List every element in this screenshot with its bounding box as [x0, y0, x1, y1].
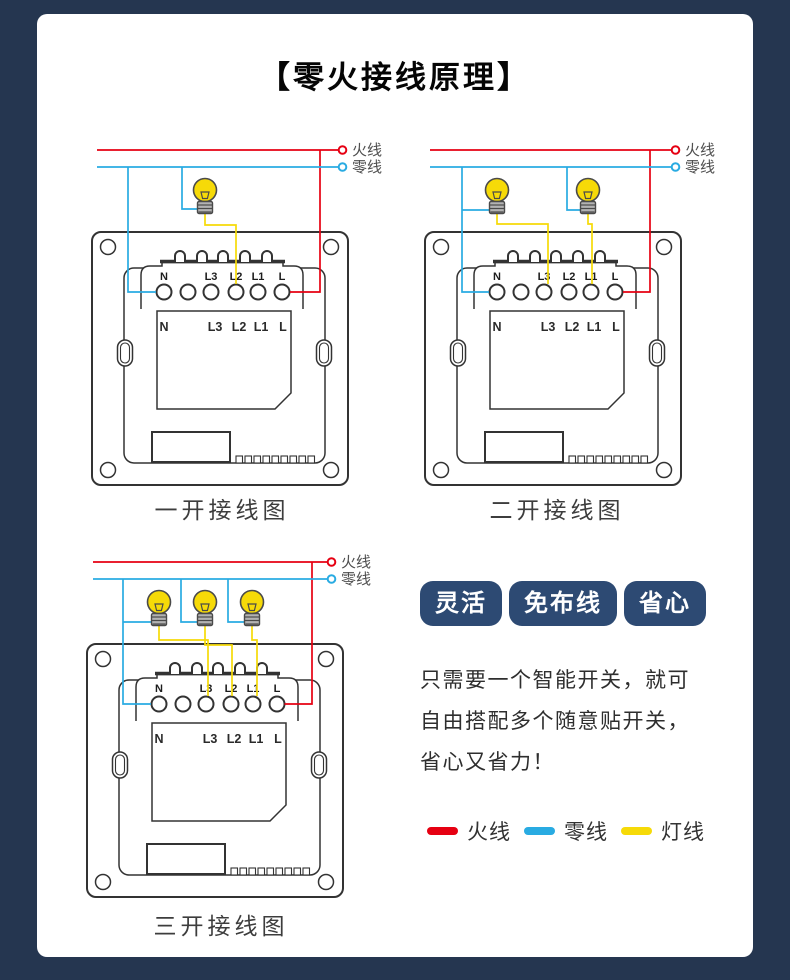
- live-label: 火线: [352, 142, 382, 159]
- live-wire-drop: [623, 150, 651, 293]
- live-wire-node: [670, 145, 681, 155]
- description-line: 省心又省力！: [420, 751, 555, 774]
- live-wire-node: [326, 557, 337, 567]
- neutral-to-bulb: [181, 167, 197, 210]
- neutral-wire-node: [337, 162, 348, 172]
- neutral-label: 零线: [685, 159, 715, 176]
- live-color-swatch: [427, 827, 458, 835]
- neutral-wire-drop: [127, 167, 156, 293]
- page-title: 【零火接线原理】: [259, 60, 531, 95]
- diagram-caption: 一开接线图: [155, 497, 290, 523]
- live-wire-node: [337, 145, 348, 155]
- neutral-wire-node: [326, 574, 337, 584]
- neutral-label: 零线: [352, 159, 382, 176]
- live-label: 火线: [341, 554, 371, 571]
- live-wire-drop: [284, 562, 313, 705]
- diagram-one-gang: 火线 零线 一开接线图: [90, 142, 382, 523]
- bulb-2: [575, 177, 601, 215]
- lamp-wire: [587, 213, 593, 284]
- lamp-wire: [158, 625, 209, 696]
- diagram-caption: 三开接线图: [154, 913, 289, 939]
- legend-item-lamp: 灯线: [621, 816, 705, 846]
- neutral-wire-node: [670, 162, 681, 172]
- bulb-3: [239, 589, 265, 627]
- lamp-color-swatch: [621, 827, 652, 835]
- live-label: 火线: [685, 142, 715, 159]
- live-wire-drop: [290, 150, 321, 293]
- legend-item-live: 火线: [427, 816, 511, 846]
- lamp-wire: [496, 213, 549, 284]
- legend-label: 灯线: [661, 821, 705, 844]
- neutral-to-bulb: [566, 167, 580, 211]
- neutral-color-swatch: [524, 827, 555, 835]
- bulb-1: [484, 177, 510, 215]
- legend-label: 火线: [467, 821, 511, 844]
- lamp-wire: [204, 625, 233, 696]
- legend-label: 零线: [564, 821, 608, 844]
- neutral-wire-drop: [122, 579, 151, 705]
- badge-no-wiring: 免布线: [509, 581, 617, 626]
- bulb-1: [146, 589, 172, 627]
- lamp-wire: [204, 213, 237, 284]
- neutral-wire-drop: [461, 167, 489, 293]
- legend-item-neutral: 零线: [524, 816, 608, 846]
- badge-flexible: 灵活: [420, 581, 502, 626]
- description-line: 自由搭配多个随意贴开关，: [420, 710, 690, 733]
- neutral-to-bulb: [180, 579, 198, 623]
- bulb-1: [192, 177, 218, 215]
- diagram-three-gang: 火线 零线 三开接线图: [85, 554, 371, 939]
- wire-legend: 火线 零线 灯线: [427, 816, 705, 846]
- bulb-2: [192, 589, 218, 627]
- badge-worry-free: 省心: [624, 581, 706, 626]
- diagram-caption: 二开接线图: [490, 497, 625, 523]
- description-text: 只需要一个智能开关，就可 自由搭配多个随意贴开关， 省心又省力！: [420, 660, 730, 783]
- feature-badges: 灵活 免布线 省心: [420, 581, 706, 626]
- neutral-label: 零线: [341, 571, 371, 588]
- diagram-two-gang: 火线 零线 二开接线图: [423, 142, 715, 523]
- description-line: 只需要一个智能开关，就可: [420, 669, 690, 692]
- neutral-to-bulb: [227, 579, 245, 623]
- lamp-wire: [251, 625, 258, 696]
